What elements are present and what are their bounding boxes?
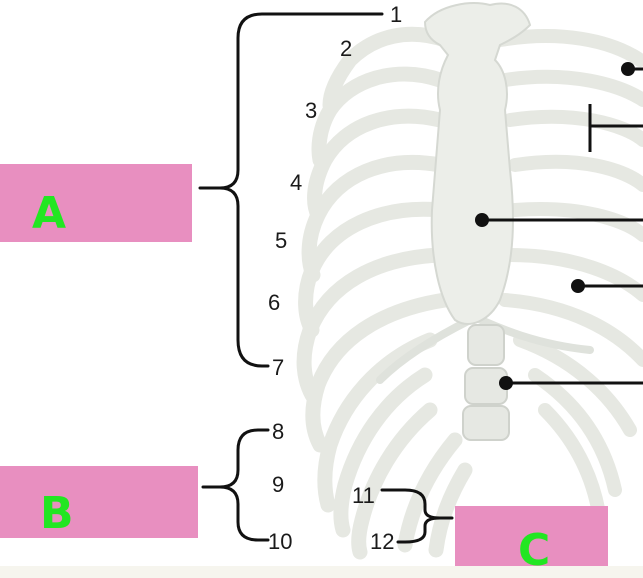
label-b-text: B [40,488,74,539]
rib-number-12: 12 [370,529,394,554]
rib-number-4: 4 [290,170,302,195]
rib-number-3: 3 [305,98,317,123]
pointer-dot-5 [499,376,513,390]
pointer-dot-4 [571,279,585,293]
rib-number-7: 7 [272,355,284,380]
label-box-b: B [0,466,198,539]
bracket-false-ribs [201,428,270,542]
label-a-text: A [32,188,66,239]
rib-number-9: 9 [272,472,284,497]
rib-number-10: 10 [268,529,292,554]
right-ribs [493,29,643,527]
rib-number-labels: 1 2 3 4 5 6 7 8 9 10 11 12 [268,2,402,554]
rib-number-11: 11 [352,483,375,508]
pointer-dots [475,62,635,390]
pointer-lines [482,67,643,385]
pointer-dot-1 [621,62,635,76]
pointer-dot-3 [475,213,489,227]
label-box-a: A [0,164,192,242]
rib-number-5: 5 [275,228,287,253]
brackets [198,12,454,544]
rib-number-1: 1 [390,2,402,27]
vertebra-lower [462,405,510,441]
vertebra-upper [467,324,505,366]
rib-number-6: 6 [268,290,280,315]
rib-cage-illustration [296,26,643,560]
rib-number-2: 2 [340,36,352,61]
bottom-strip [0,566,643,578]
bracket-floating-ribs [380,488,454,544]
rib-number-8: 8 [272,419,284,444]
left-ribs [296,26,473,560]
sternum [423,2,532,441]
bracket-true-ribs [198,12,384,368]
